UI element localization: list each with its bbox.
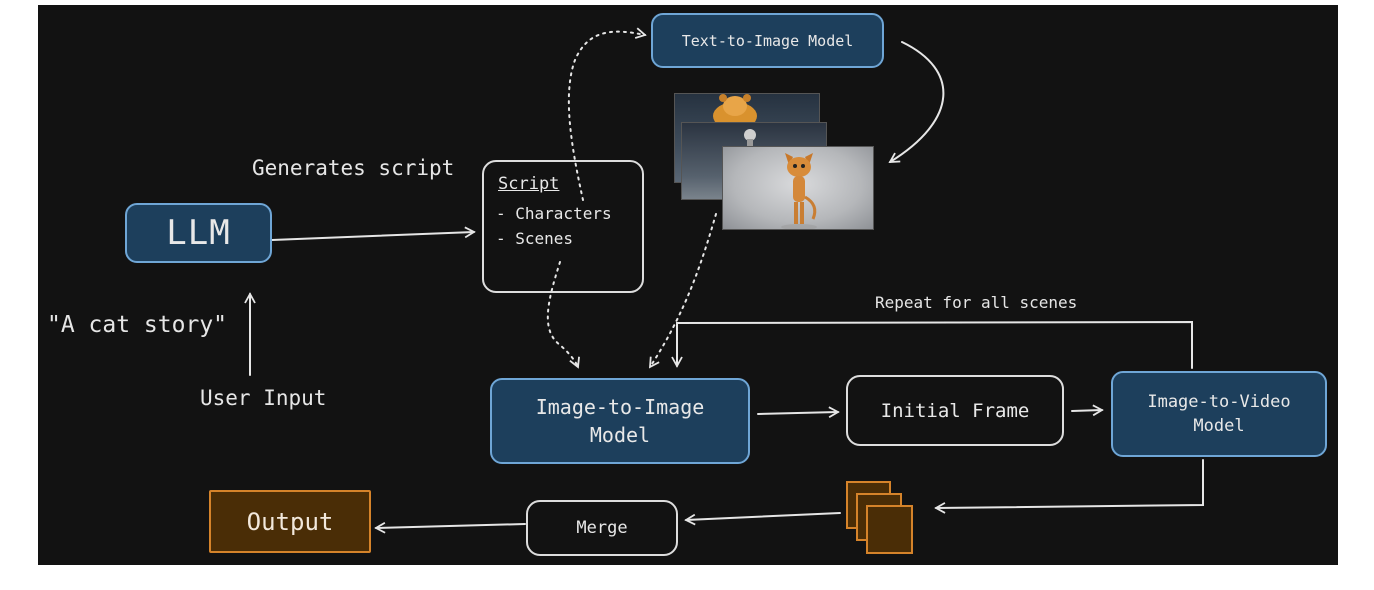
arrow-i2v-to-clips (934, 459, 1204, 514)
clip-frame-3 (866, 505, 913, 554)
generates-script-label: Generates script (252, 156, 455, 180)
arrow-merge-to-output (374, 521, 526, 534)
arrow-t2i-to-images (888, 41, 945, 163)
llm-label: LLM (166, 213, 231, 253)
script-title: Script (498, 174, 560, 194)
image-to-image-model-node[interactable]: Image-to-Image Model (490, 378, 750, 464)
arrow-clips-to-merge (684, 512, 841, 526)
output-node[interactable]: Output (209, 490, 371, 553)
text-to-image-model-node[interactable]: Text-to-Image Model (651, 13, 884, 68)
merge-node[interactable]: Merge (526, 500, 678, 556)
dotted-arrow-script-to-i2i (546, 261, 580, 369)
script-node[interactable]: Script - Characters - Scenes (482, 160, 644, 293)
image-to-video-model-node[interactable]: Image-to-Video Model (1111, 371, 1327, 457)
cat-character-image (722, 146, 874, 230)
user-input-label: User Input (200, 386, 327, 410)
dotted-arrow-script-to-t2i (567, 27, 647, 201)
image-to-video-label-line2: Model (1193, 416, 1245, 436)
dotted-arrow-images-to-i2i (648, 213, 717, 369)
arrow-llm-to-script (271, 226, 476, 241)
llm-node[interactable]: LLM (125, 203, 272, 263)
output-label: Output (246, 507, 334, 536)
arrow-i2i-to-initial-frame (757, 406, 840, 418)
arrow-initial-frame-to-i2v (1071, 404, 1104, 417)
image-to-image-label-line2: Model (589, 423, 651, 447)
text-to-image-model-label: Text-to-Image Model (681, 31, 854, 50)
image-to-image-label-line1: Image-to-Image (535, 395, 705, 419)
image-to-video-label-line1: Image-to-Video (1147, 392, 1291, 412)
merge-label: Merge (576, 518, 628, 538)
initial-frame-node[interactable]: Initial Frame (846, 375, 1064, 446)
arrow-repeat-loop (671, 320, 1193, 369)
cat-story-label: "A cat story" (47, 312, 228, 338)
script-item-scenes: - Scenes (496, 229, 574, 248)
repeat-label: Repeat for all scenes (875, 293, 1078, 312)
initial-frame-label: Initial Frame (880, 399, 1030, 422)
script-item-characters: - Characters (496, 204, 612, 223)
